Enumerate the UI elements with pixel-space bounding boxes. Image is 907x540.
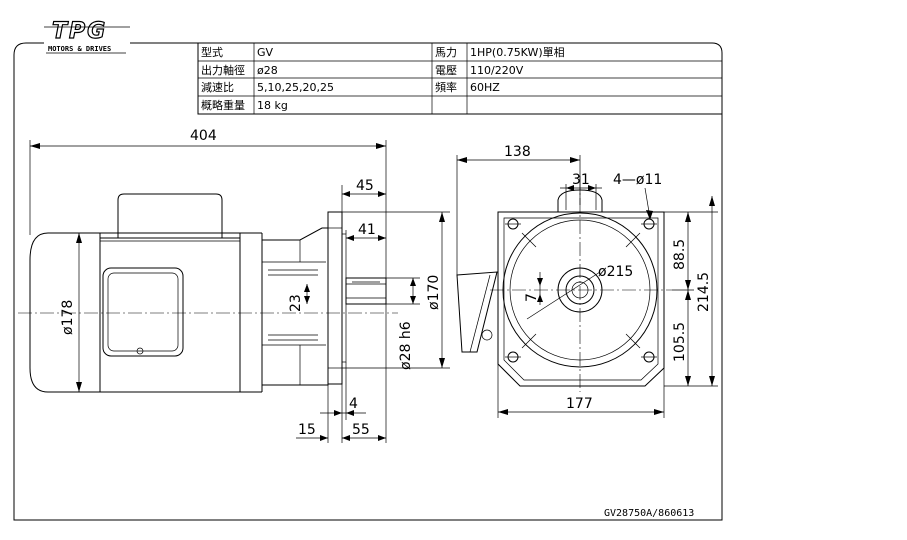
spec-table: 型式 GV 馬力 1HP(0.75KW)單相 出力軸徑 ø28 電壓 110/2… xyxy=(197,43,722,115)
dim-keyway-7: 7 xyxy=(524,293,540,302)
side-view: 404 ø178 xyxy=(18,128,450,443)
dim-body-diameter: ø178 xyxy=(60,300,76,335)
spec-label-ratio: 減速比 xyxy=(201,80,234,94)
front-view: 138 31 4—ø11 xyxy=(456,144,718,418)
tpg-logo: TPG MOTORS & DRIVES xyxy=(44,18,130,54)
spec-value-type: GV xyxy=(257,46,274,59)
dim-pcd: ø215 xyxy=(598,264,633,280)
dim-shaft-diameter: ø28 h6 xyxy=(398,321,414,370)
dim-flange-41: 41 xyxy=(358,222,376,238)
spec-value-voltage: 110/220V xyxy=(470,64,524,77)
spec-value-shaft: ø28 xyxy=(257,64,278,77)
dim-overall-length: 404 xyxy=(190,128,217,144)
dim-mount-holes: 4—ø11 xyxy=(613,172,662,188)
dim-flange-45: 45 xyxy=(356,178,374,194)
dim-flange-diameter: ø170 xyxy=(426,275,442,310)
drawing-frame xyxy=(13,42,723,521)
spec-label-type: 型式 xyxy=(201,45,223,59)
spec-value-weight: 18 kg xyxy=(257,99,288,112)
dim-flange-4: 4 xyxy=(349,396,358,412)
dim-lower-105-5: 105.5 xyxy=(672,322,688,362)
spec-label-weight: 概略重量 xyxy=(201,98,245,112)
spec-label-frequency: 頻率 xyxy=(435,80,457,94)
dim-shaft-23: 23 xyxy=(288,294,304,312)
logo-tagline: MOTORS & DRIVES xyxy=(48,45,111,53)
spec-label-voltage: 電壓 xyxy=(435,64,457,77)
spec-value-ratio: 5,10,25,20,25 xyxy=(257,81,334,94)
spec-value-power: 1HP(0.75KW)單相 xyxy=(470,46,565,59)
spec-label-shaft: 出力軸徑 xyxy=(201,63,245,77)
drawing-number: GV28750A/860613 xyxy=(604,508,694,519)
dim-front-138: 138 xyxy=(504,144,531,160)
dim-front-31: 31 xyxy=(572,172,590,188)
logo-text: TPG xyxy=(52,19,107,44)
dim-shaft-55: 55 xyxy=(352,422,370,438)
dim-upper-88-5: 88.5 xyxy=(672,239,688,270)
dim-width-177: 177 xyxy=(566,396,593,412)
spec-label-power: 馬力 xyxy=(435,46,457,59)
dim-total-214-5: 214.5 xyxy=(696,272,712,312)
spec-value-frequency: 60HZ xyxy=(470,81,500,94)
dim-flange-15: 15 xyxy=(298,422,316,438)
